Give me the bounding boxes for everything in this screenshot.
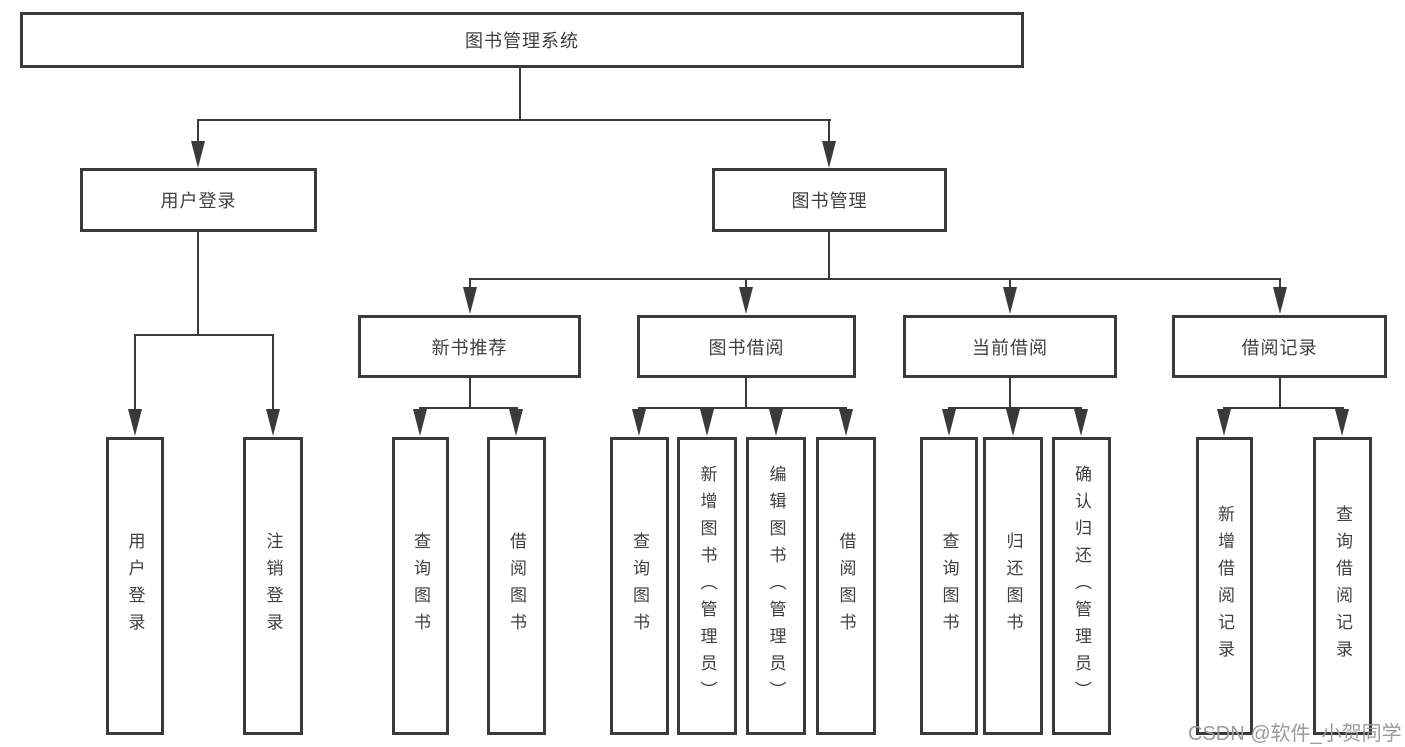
arrow-down-icon — [128, 409, 142, 436]
node-label: 新增图书（管理员） — [697, 464, 717, 708]
arrow-down-icon — [413, 409, 427, 436]
connector-line — [948, 407, 1082, 409]
node-label: 新书推荐 — [431, 337, 508, 358]
connector-line — [519, 68, 521, 120]
node-borrow-records: 借阅记录 — [1172, 315, 1387, 378]
leaf-add-borrow-record: 新增借阅记录 — [1196, 437, 1253, 735]
arrow-down-icon — [822, 141, 836, 168]
node-label: 新增借阅记录 — [1215, 505, 1234, 667]
node-label: 借阅图书 — [507, 532, 526, 640]
node-book-borrow: 图书借阅 — [637, 315, 856, 378]
arrow-down-icon — [463, 287, 477, 314]
connector-line — [197, 232, 199, 335]
connector-line — [469, 278, 1281, 280]
node-label: 确认归还（管理员） — [1072, 464, 1091, 708]
arrow-down-icon — [1273, 287, 1287, 314]
connector-line — [134, 334, 136, 412]
arrow-down-icon — [1074, 409, 1088, 436]
connector-line — [1279, 278, 1281, 294]
node-label: 用户登录 — [125, 532, 145, 640]
leaf-return-book: 归还图书 — [983, 437, 1043, 735]
node-root-label: 图书管理系统 — [465, 31, 579, 51]
leaf-query-borrow-record: 查询借阅记录 — [1313, 437, 1372, 735]
node-label: 注销登录 — [263, 532, 283, 640]
connector-line — [1009, 278, 1011, 294]
node-label: 查询图书 — [630, 532, 649, 640]
arrow-down-icon — [509, 409, 523, 436]
connector-line — [828, 119, 830, 149]
node-label: 查询图书 — [939, 532, 959, 640]
connector-line — [828, 232, 830, 279]
leaf-query-book: 查询图书 — [920, 437, 978, 735]
csdn-watermark: CSDN @软件_小贺同学 — [1188, 723, 1402, 745]
node-root: 图书管理系统 — [20, 12, 1024, 68]
arrow-down-icon — [942, 409, 956, 436]
connector-line — [638, 407, 847, 409]
node-user-login: 用户登录 — [80, 168, 317, 232]
node-label: 借阅记录 — [1241, 337, 1318, 358]
node-label: 查询图书 — [411, 532, 430, 640]
arrow-down-icon — [1335, 409, 1349, 436]
node-label: 图书借阅 — [708, 337, 785, 358]
node-label: 编辑图书（管理员） — [766, 464, 786, 708]
leaf-logout: 注销登录 — [243, 437, 303, 735]
node-label: 图书管理 — [791, 191, 868, 211]
arrow-down-icon — [1217, 409, 1231, 436]
arrow-down-icon — [191, 141, 205, 168]
node-current-borrow: 当前借阅 — [903, 315, 1117, 378]
connector-line — [469, 378, 471, 408]
leaf-borrow-book: 借阅图书 — [487, 437, 546, 735]
node-label: 归还图书 — [1003, 532, 1023, 640]
connector-line — [1009, 378, 1011, 408]
node-label: 查询借阅记录 — [1333, 505, 1352, 667]
leaf-query-book: 查询图书 — [392, 437, 449, 735]
leaf-query-book: 查询图书 — [610, 437, 669, 735]
connector-line — [419, 407, 518, 409]
arrow-down-icon — [700, 409, 714, 436]
connector-line — [1279, 378, 1281, 408]
leaf-user-login: 用户登录 — [106, 437, 164, 735]
node-label: 当前借阅 — [972, 337, 1048, 358]
leaf-borrow-book: 借阅图书 — [816, 437, 876, 735]
node-new-book-recommend: 新书推荐 — [358, 315, 581, 378]
node-label: 用户登录 — [160, 191, 237, 211]
connector-line — [745, 378, 747, 408]
connector-line — [134, 334, 274, 336]
arrow-down-icon — [739, 287, 753, 314]
leaf-edit-book-admin: 编辑图书（管理员） — [746, 437, 806, 735]
connector-line — [469, 278, 471, 294]
leaf-confirm-return-admin: 确认归还（管理员） — [1052, 437, 1111, 735]
connector-line — [197, 119, 199, 149]
arrow-down-icon — [839, 409, 853, 436]
arrow-down-icon — [632, 409, 646, 436]
connector-line — [197, 119, 831, 121]
arrow-down-icon — [266, 409, 280, 436]
arrow-down-icon — [1003, 287, 1017, 314]
connector-line — [745, 278, 747, 294]
node-label: 借阅图书 — [836, 532, 856, 640]
connector-line — [272, 334, 274, 412]
arrow-down-icon — [769, 409, 783, 436]
arrow-down-icon — [1006, 409, 1020, 436]
connector-line — [1223, 407, 1344, 409]
leaf-add-book-admin: 新增图书（管理员） — [677, 437, 737, 735]
node-book-management: 图书管理 — [712, 168, 947, 232]
